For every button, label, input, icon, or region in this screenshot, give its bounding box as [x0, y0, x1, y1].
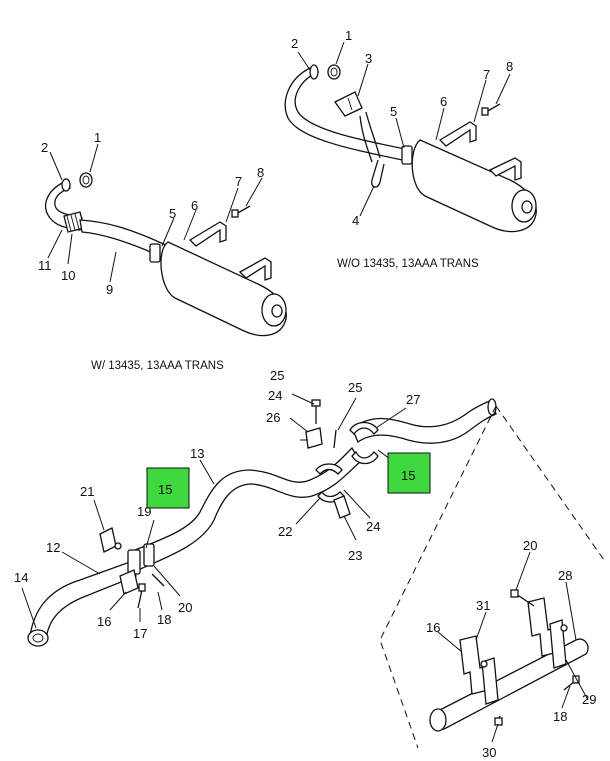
- callout-8: 8: [257, 165, 264, 180]
- callout-21: 21: [80, 484, 94, 499]
- bolt-20: [515, 593, 535, 607]
- callout-24-lower: 24: [366, 519, 380, 534]
- callout-16: 16: [97, 614, 111, 629]
- callout-29: 29: [582, 692, 596, 707]
- tailpipe-12: [29, 561, 137, 641]
- callout-5: 5: [169, 206, 176, 221]
- hanger-rod: [371, 159, 385, 188]
- callout-7: 7: [235, 174, 242, 189]
- callout-20: 20: [523, 538, 537, 553]
- callout-4: 4: [352, 213, 359, 228]
- bracket-16: [119, 569, 139, 595]
- callout-23: 23: [348, 548, 362, 563]
- detail-outline: [379, 405, 605, 749]
- bracket-29: [549, 619, 567, 669]
- assembly-without-13435: 1 2 3 4 5 6 7 8 W/O 13435, 13AAA TRANS: [284, 28, 537, 270]
- callout-24-upper: 24: [268, 388, 282, 403]
- callout-10: 10: [61, 268, 75, 283]
- callout-30: 30: [482, 745, 496, 760]
- clamp: [401, 145, 413, 165]
- callout-12: 12: [46, 540, 60, 555]
- bracket-16: [481, 657, 499, 705]
- elbow-end: [309, 64, 319, 80]
- highlight-15-right[interactable]: 15: [387, 452, 431, 494]
- muffler-bracket: [188, 221, 227, 247]
- callout-5: 5: [390, 104, 397, 119]
- muffler-bracket: [438, 121, 477, 147]
- detail-view: 20 28 29 18 31 16 30: [426, 538, 596, 760]
- callout-22: 22: [278, 524, 292, 539]
- gasket: [327, 64, 341, 80]
- callout-25-left: 25: [270, 368, 284, 383]
- tailpipe-routing: 14 12 13 21 19 16 17 18 20 22 23 24 25 2…: [14, 368, 605, 749]
- bracket-26: [305, 427, 323, 449]
- callout-15: 15: [158, 482, 172, 497]
- callout-18: 18: [157, 612, 171, 627]
- callout-15: 15: [401, 468, 415, 483]
- callout-6: 6: [440, 94, 447, 109]
- callout-31: 31: [476, 598, 490, 613]
- callout-25-right: 25: [348, 380, 362, 395]
- gasket: [79, 172, 93, 188]
- bracket-23: [333, 495, 351, 519]
- callout-11: 11: [38, 258, 52, 273]
- hanger-bracket-21: [99, 527, 117, 553]
- callout-1: 1: [94, 130, 101, 145]
- pipe-end-14: [27, 629, 49, 647]
- highlight-box[interactable]: [146, 467, 190, 509]
- callout-6: 6: [191, 198, 198, 213]
- callout-8: 8: [506, 59, 513, 74]
- callout-7: 7: [483, 67, 490, 82]
- callout-3: 3: [365, 51, 372, 66]
- heat-shield: [334, 91, 363, 117]
- callout-1: 1: [345, 28, 352, 43]
- tailpipe-upper: [351, 399, 497, 444]
- highlight-box[interactable]: [387, 452, 431, 494]
- callout-13: 13: [190, 446, 204, 461]
- clamp: [149, 243, 161, 263]
- caption-without: W/O 13435, 13AAA TRANS: [337, 258, 479, 270]
- highlight-15-left[interactable]: 15: [146, 467, 190, 509]
- callout-9: 9: [106, 282, 113, 297]
- assembly-with-13435: 1 2 5 6 7 8 9 10 11 W/ 13435, 13AAA TRAN…: [38, 130, 287, 372]
- callout-14: 14: [14, 570, 28, 585]
- callout-18: 18: [553, 709, 567, 724]
- caption-with: W/ 13435, 13AAA TRANS: [91, 360, 224, 372]
- callout-27: 27: [406, 392, 420, 407]
- callout-26: 26: [266, 410, 280, 425]
- clamp-upper: [315, 463, 343, 475]
- callout-28: 28: [558, 568, 572, 583]
- clamp-27: [349, 421, 379, 435]
- callout-2: 2: [291, 36, 298, 51]
- callout-2: 2: [41, 140, 48, 155]
- callout-16: 16: [426, 620, 440, 635]
- callout-20: 20: [178, 600, 192, 615]
- callout-17: 17: [133, 626, 147, 641]
